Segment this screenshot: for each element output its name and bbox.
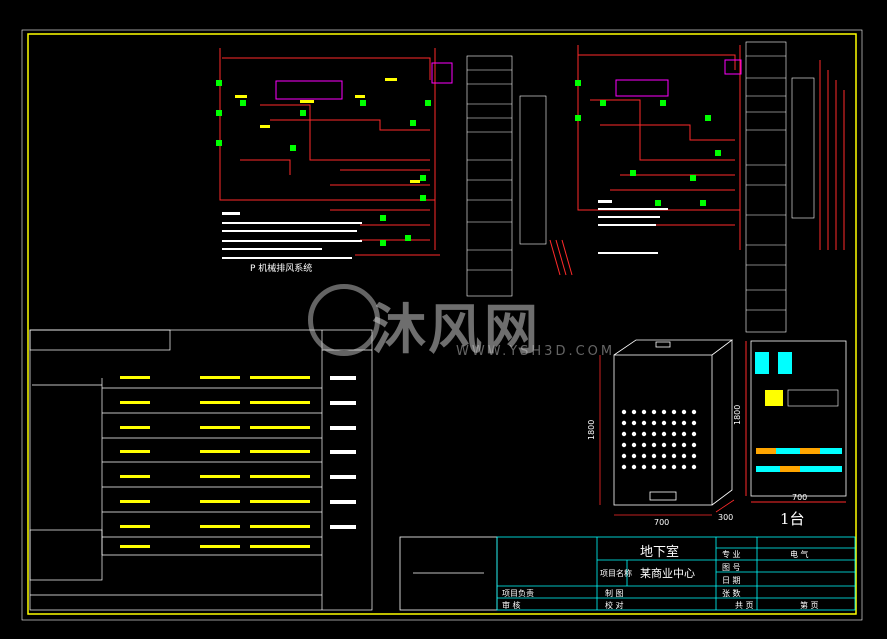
cabinet-indicator-lamp bbox=[651, 431, 657, 437]
right-schematic-contacts bbox=[575, 80, 721, 206]
cabinet-indicator-lamp bbox=[631, 431, 637, 437]
page-number-label: 第 页 bbox=[800, 601, 819, 610]
cabinet-indicator-lamp bbox=[691, 464, 697, 470]
cabinet-indicator-lamp bbox=[621, 464, 627, 470]
distribution-circuit-ids bbox=[330, 376, 356, 529]
right-control-schematic bbox=[549, 45, 742, 276]
cabinet-indicator-lamp bbox=[621, 420, 627, 426]
cabinet-indicator-lamp bbox=[621, 409, 627, 415]
distribution-diagram bbox=[29, 329, 373, 611]
left-control-schematic bbox=[219, 48, 453, 256]
cabinet-indicator-lamp bbox=[681, 409, 687, 415]
panel-layout-view bbox=[745, 340, 847, 503]
cabinet-indicator-lamp bbox=[631, 453, 637, 459]
cabinet-indicator-lamp bbox=[671, 453, 677, 459]
reviewer-label: 审 核 bbox=[502, 601, 521, 610]
cabinet-indicator-lamp bbox=[661, 409, 667, 415]
left-terminal-table bbox=[466, 55, 547, 297]
left-notes bbox=[222, 212, 362, 259]
project-name: 某商业中心 bbox=[640, 567, 695, 580]
cabinet-indicator-lamp bbox=[631, 409, 637, 415]
cabinet-indicator-lamp bbox=[691, 409, 697, 415]
cabinet-indicator-lamp bbox=[651, 453, 657, 459]
title-block bbox=[399, 536, 856, 611]
cabinet-indicator-lamp bbox=[671, 420, 677, 426]
cabinet-indicator-lamp bbox=[681, 420, 687, 426]
cabinet-indicator-lamp bbox=[621, 442, 627, 448]
drawing-frame bbox=[27, 33, 857, 615]
sheet-title: 地下室 bbox=[640, 545, 680, 560]
cabinet-indicator-lamp bbox=[641, 431, 647, 437]
cabinet-3d-view bbox=[599, 339, 735, 516]
cabinet-indicator-lamp bbox=[651, 464, 657, 470]
cabinet-indicator-lamp bbox=[681, 442, 687, 448]
cabinet-indicator-lamp bbox=[661, 420, 667, 426]
project-label: 项目名称 bbox=[600, 569, 632, 578]
checker-label: 校 对 bbox=[605, 601, 624, 610]
cabinet-indicator-lamp bbox=[691, 420, 697, 426]
right-terminal-table bbox=[745, 41, 815, 333]
right-red-leads bbox=[819, 60, 845, 250]
cabinet-indicator-lamp bbox=[661, 464, 667, 470]
left-system-title: P 机械排风系统 bbox=[250, 262, 312, 274]
cabinet-depth-dimension: 300 bbox=[718, 513, 733, 522]
drawing-inner-frame bbox=[21, 29, 863, 621]
cabinet-width-dimension: 700 bbox=[654, 518, 669, 527]
date-label: 日 期 bbox=[722, 576, 741, 585]
cabinet-indicator-lamp bbox=[621, 431, 627, 437]
cabinet-indicator-lamp bbox=[631, 464, 637, 470]
cabinet-indicator-lamp bbox=[681, 431, 687, 437]
cabinet-quantity-caption: 1台 bbox=[780, 510, 805, 528]
cabinet-indicator-lamp bbox=[671, 442, 677, 448]
total-pages-label: 共 页 bbox=[735, 601, 754, 610]
watermark-url: WWW.YSH3D.COM bbox=[456, 344, 616, 359]
cabinet-indicator-lamp bbox=[651, 409, 657, 415]
cabinet-indicator-lamp bbox=[631, 442, 637, 448]
cabinet-indicator-lamp bbox=[641, 453, 647, 459]
cabinet-indicator-lamp bbox=[691, 453, 697, 459]
cabinet-indicator-lamp bbox=[661, 453, 667, 459]
cabinet-indicator-lamp bbox=[671, 464, 677, 470]
cabinet-indicator-lamp bbox=[641, 464, 647, 470]
cabinet-indicator-grid bbox=[621, 409, 697, 470]
discipline-value: 电 气 bbox=[790, 550, 809, 559]
cabinet-indicator-lamp bbox=[641, 420, 647, 426]
sheet-count-label: 张 数 bbox=[722, 589, 741, 598]
right-notes bbox=[598, 200, 668, 254]
left-schematic-labels bbox=[235, 78, 420, 183]
cabinet-indicator-lamp bbox=[671, 409, 677, 415]
watermark-text: 沐风网 bbox=[372, 298, 540, 361]
cabinet-height-dimension: 1800 bbox=[587, 420, 596, 440]
discipline-label: 专 业 bbox=[722, 550, 741, 559]
cabinet-indicator-lamp bbox=[671, 431, 677, 437]
cabinet-indicator-lamp bbox=[691, 431, 697, 437]
cabinet-indicator-lamp bbox=[621, 453, 627, 459]
distribution-breakers bbox=[120, 376, 310, 548]
cabinet-indicator-lamp bbox=[631, 420, 637, 426]
left-schematic-contacts bbox=[216, 80, 431, 246]
cabinet-indicator-lamp bbox=[641, 409, 647, 415]
cabinet-indicator-lamp bbox=[691, 442, 697, 448]
panel-width-dimension: 700 bbox=[792, 493, 807, 502]
cabinet-indicator-lamp bbox=[651, 420, 657, 426]
drawing-number-label: 图 号 bbox=[722, 563, 741, 572]
cabinet-indicator-lamp bbox=[681, 464, 687, 470]
watermark-logo bbox=[308, 284, 380, 356]
cabinet-indicator-lamp bbox=[641, 442, 647, 448]
project-lead-label: 项目负责 bbox=[502, 589, 534, 598]
cabinet-indicator-lamp bbox=[681, 453, 687, 459]
drafter-label: 制 图 bbox=[605, 589, 624, 598]
cabinet-indicator-lamp bbox=[661, 431, 667, 437]
panel-height-dimension: 1800 bbox=[733, 405, 742, 425]
cabinet-indicator-lamp bbox=[651, 442, 657, 448]
cabinet-indicator-lamp bbox=[661, 442, 667, 448]
